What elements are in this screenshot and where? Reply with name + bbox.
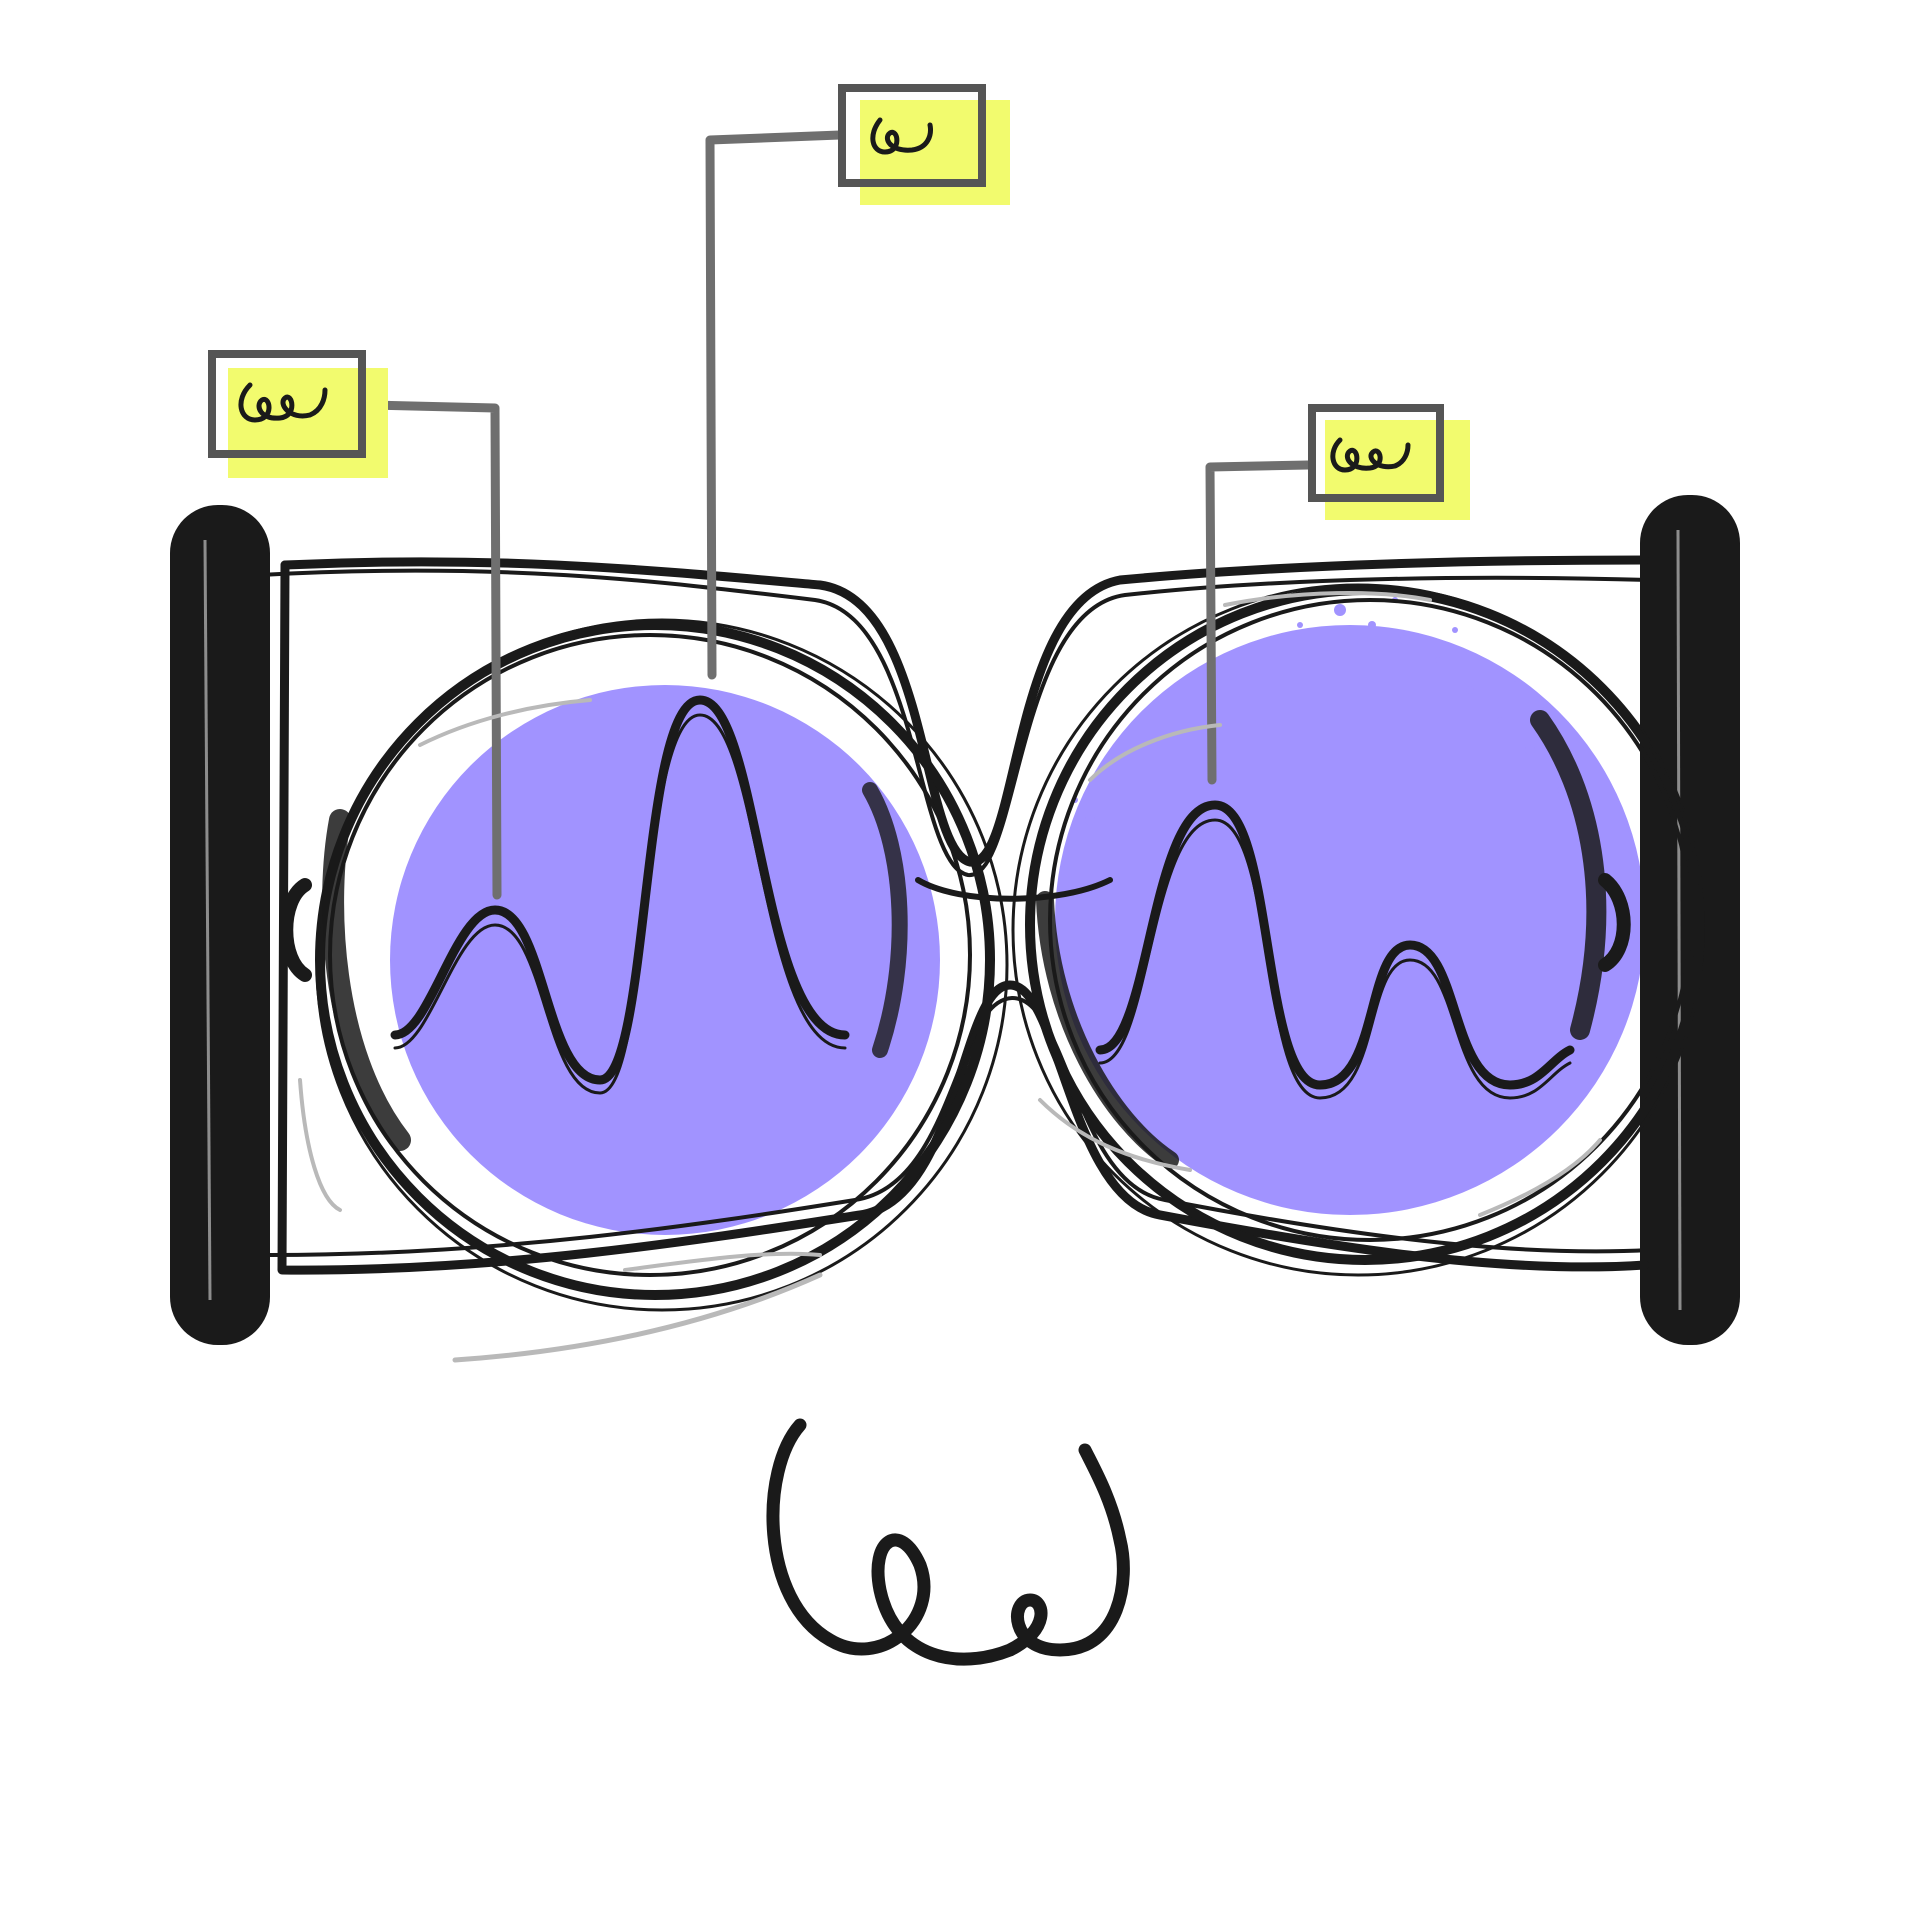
- note-left: [208, 350, 388, 478]
- large-scribble-icon: [766, 1418, 1130, 1666]
- left-temple: [170, 505, 270, 1345]
- note-right: [1308, 404, 1470, 520]
- scribble-icon: [870, 117, 933, 155]
- scribble-icon: [1330, 437, 1411, 473]
- leader-right: [1205, 460, 1313, 785]
- leader-lines: [363, 130, 1313, 900]
- leader-top: [705, 130, 845, 680]
- note-top: [838, 84, 1010, 205]
- lens-rims: [279, 583, 1705, 1312]
- leader-left: [363, 400, 502, 900]
- lens-fills: [390, 597, 1645, 1235]
- sketch-strokes: [298, 591, 1602, 1363]
- left-lens-fill: [390, 685, 940, 1235]
- frame: [258, 555, 1652, 1275]
- scribble-icon: [238, 382, 328, 423]
- waveforms: [390, 695, 1575, 1100]
- right-lens-fill: [1055, 625, 1645, 1215]
